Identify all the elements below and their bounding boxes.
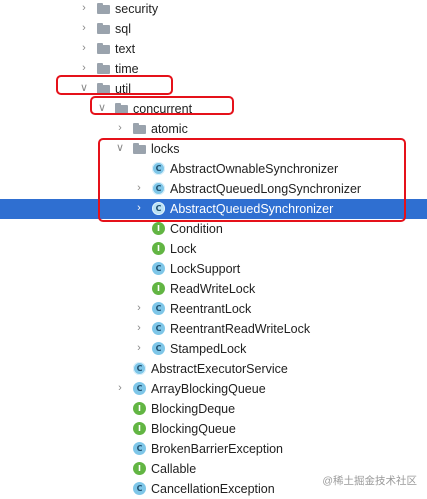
chevron-right-icon[interactable]: › [82,2,86,14]
tree-item-label: ArrayBlockingQueue [151,382,266,396]
class-icon: C [152,342,165,355]
tree-item-label: text [115,42,136,56]
tree-item-label: concurrent [133,102,193,116]
tree-row-lock[interactable]: I Lock [0,239,427,259]
tree-row-util[interactable]: ∨ util [0,79,427,99]
tree-item-label: locks [151,142,180,156]
folder-icon [97,23,110,34]
chevron-right-icon[interactable]: › [137,182,141,194]
tree-row-locksupport[interactable]: C LockSupport [0,259,427,279]
tree-row-sql[interactable]: › sql [0,19,427,39]
folder-icon [97,83,110,94]
tree-item-label: time [115,62,139,76]
tree-item-label: Lock [170,242,197,256]
tree-row-arrayblockingqueue[interactable]: › C ArrayBlockingQueue [0,379,427,399]
class-icon: C [133,442,146,455]
tree-item-label: ReentrantReadWriteLock [170,322,311,336]
watermark: @稀土掘金技术社区 [322,475,417,487]
interface-icon: I [152,242,165,255]
chevron-right-icon[interactable]: › [137,302,141,314]
tree-row-stampedlock[interactable]: › C StampedLock [0,339,427,359]
chevron-right-icon[interactable]: › [137,342,141,354]
interface-icon: I [152,222,165,235]
tree-item-label: atomic [151,122,188,136]
chevron-right-icon[interactable]: › [137,202,141,214]
chevron-right-icon[interactable]: › [82,42,86,54]
tree-item-label: security [115,2,159,16]
tree-row-cancellationexception[interactable]: C CancellationException [0,479,427,499]
tree-row-atomic[interactable]: › atomic [0,119,427,139]
tree-row-abstractqueuedsynchronizer[interactable]: › C AbstractQueuedSynchronizer [0,199,427,219]
tree-row-readwritelock[interactable]: I ReadWriteLock [0,279,427,299]
tree-item-label: ReentrantLock [170,302,252,316]
tree-row-abstractexecutorservice[interactable]: C AbstractExecutorService [0,359,427,379]
folder-icon [115,103,128,114]
tree-row-reentrantreadwritelock[interactable]: › C ReentrantReadWriteLock [0,319,427,339]
tree-item-label: Callable [151,462,197,476]
class-icon: C [152,302,165,315]
tree-item-label: AbstractOwnableSynchronizer [170,162,339,176]
interface-icon: I [133,402,146,415]
interface-icon: I [152,282,165,295]
tree-row-text[interactable]: › text [0,39,427,59]
class-icon: C [133,382,146,395]
tree-row-abstractqueuedlongsynchronizer[interactable]: › C AbstractQueuedLongSynchronizer [0,179,427,199]
tree-item-label: LockSupport [170,262,241,276]
tree-row-blockingqueue[interactable]: I BlockingQueue [0,419,427,439]
abstract-class-icon: C [152,182,165,195]
folder-icon [133,123,146,134]
tree-row-concurrent[interactable]: ∨ concurrent [0,99,427,119]
chevron-right-icon[interactable]: › [118,122,122,134]
tree-item-label: util [115,82,131,96]
chevron-right-icon[interactable]: › [137,322,141,334]
tree-item-label: BlockingQueue [151,422,236,436]
tree-row-callable[interactable]: I Callable [0,459,427,479]
tree-row-abstractownablesynchronizer[interactable]: C AbstractOwnableSynchronizer [0,159,427,179]
tree-item-label: AbstractQueuedLongSynchronizer [170,182,362,196]
abstract-class-icon: C [133,362,146,375]
folder-icon [97,63,110,74]
tree-item-label: AbstractQueuedSynchronizer [170,202,334,216]
tree-item-label: CancellationException [151,482,275,496]
interface-icon: I [133,462,146,475]
tree-row-locks[interactable]: ∨ locks [0,139,427,159]
tree-row-time[interactable]: › time [0,59,427,79]
chevron-down-icon[interactable]: ∨ [115,142,125,154]
tree-row-security[interactable]: › security [0,0,427,19]
tree-item-label: ReadWriteLock [170,282,256,296]
folder-icon [97,3,110,14]
tree-item-label: BrokenBarrierException [151,442,284,456]
class-icon: C [133,482,146,495]
chevron-down-icon[interactable]: ∨ [97,102,107,114]
tree-item-label: AbstractExecutorService [151,362,288,376]
class-icon: C [152,322,165,335]
chevron-right-icon[interactable]: › [118,382,122,394]
folder-icon [133,143,146,154]
tree-row-brokenbarrierexception[interactable]: C BrokenBarrierException [0,439,427,459]
folder-icon [97,43,110,54]
tree-row-condition[interactable]: I Condition [0,219,427,239]
class-icon: C [152,262,165,275]
tree-item-label: BlockingDeque [151,402,236,416]
tree-item-label: Condition [170,222,223,236]
tree-row-reentrantlock[interactable]: › C ReentrantLock [0,299,427,319]
chevron-right-icon[interactable]: › [82,22,86,34]
abstract-class-icon: C [152,162,165,175]
chevron-right-icon[interactable]: › [82,62,86,74]
interface-icon: I [133,422,146,435]
tree-item-label: sql [115,22,131,36]
tree-item-label: StampedLock [170,342,247,356]
chevron-down-icon[interactable]: ∨ [79,82,89,94]
abstract-class-icon: C [152,202,165,215]
tree-row-blockingdeque[interactable]: I BlockingDeque [0,399,427,419]
